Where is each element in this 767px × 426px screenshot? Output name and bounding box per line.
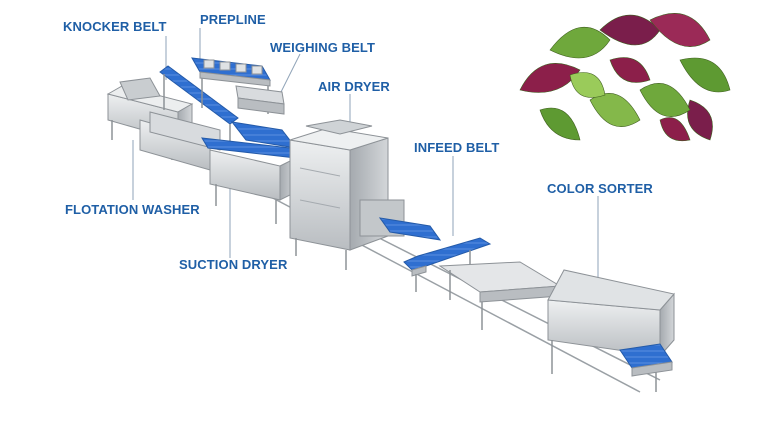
- label-infeed-belt: INFEED BELT: [414, 140, 500, 155]
- color-sorter-unit: [547, 269, 675, 392]
- air-dryer-unit: [289, 119, 442, 270]
- salad-leaves-illustration: [508, 13, 732, 160]
- label-color-sorter: COLOR SORTER: [547, 181, 653, 196]
- leader-weighing-belt: [279, 53, 301, 95]
- label-flotation-washer: FLOTATION WASHER: [65, 202, 200, 217]
- label-air-dryer: AIR DRYER: [318, 79, 390, 94]
- knocker-belt-unit: [159, 65, 239, 146]
- label-prepline: PREPLINE: [200, 12, 266, 27]
- leader-lines: [132, 28, 599, 296]
- label-weighing-belt: WEIGHING BELT: [270, 40, 376, 55]
- transfer-table: [438, 261, 562, 340]
- suction-dryer-unit: [209, 149, 297, 224]
- prepline-unit: [191, 57, 271, 114]
- label-knocker-belt: KNOCKER BELT: [63, 19, 167, 34]
- label-suction-dryer: SUCTION DRYER: [179, 257, 288, 272]
- weighing-belt-unit: [235, 85, 285, 115]
